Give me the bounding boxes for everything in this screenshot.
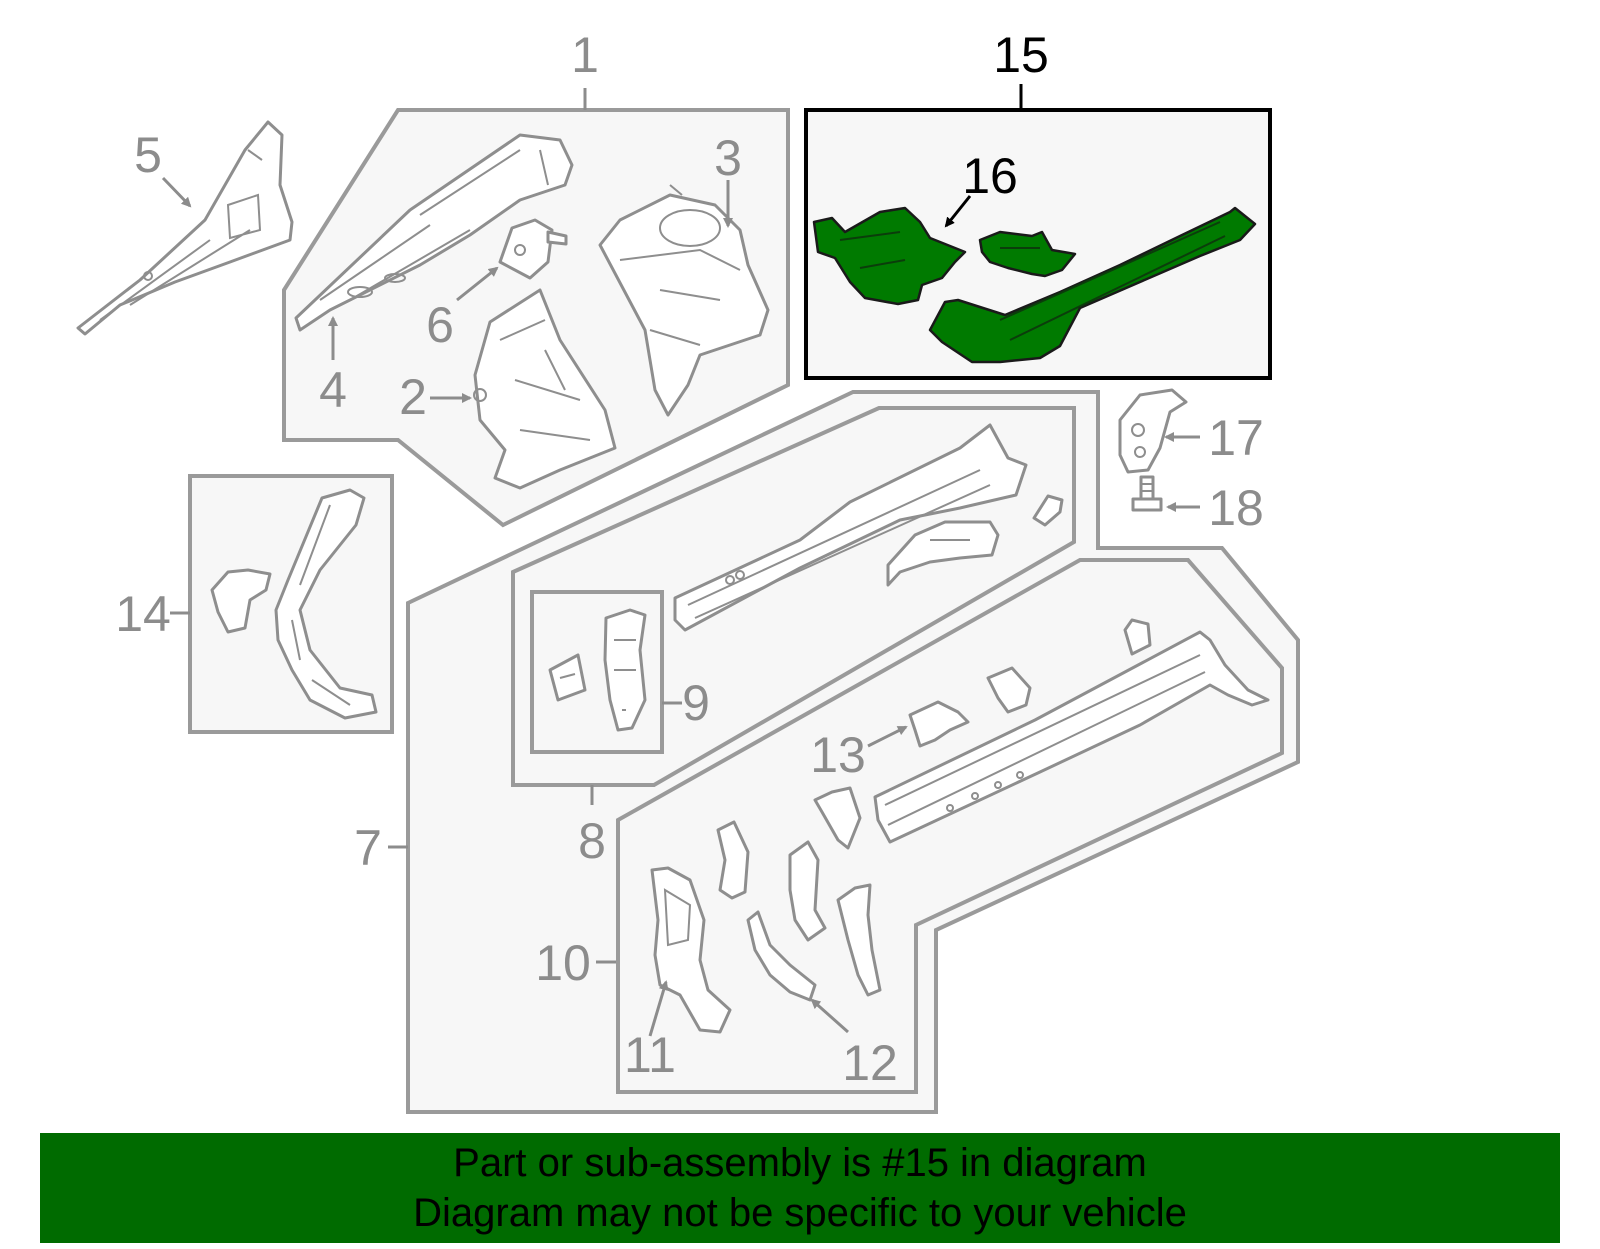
part-lower-rail [873, 630, 1270, 844]
part-8-clip [1032, 494, 1064, 527]
callout-2: 2 [399, 369, 427, 425]
part-3-strut-tower [598, 184, 770, 417]
callout-13: 13 [810, 727, 866, 783]
part-5-upper-rail [76, 120, 294, 336]
callout-17: 17 [1208, 410, 1264, 466]
part-13-bracket [908, 700, 970, 748]
part-12-reinforcement-a [716, 820, 750, 900]
part-15-bracket [978, 230, 1077, 278]
part-lower-clip [1123, 618, 1152, 656]
part-9-reinforcement [548, 608, 647, 732]
info-banner: Part or sub-assembly is #15 in diagram D… [40, 1133, 1560, 1243]
part-15-sub-assembly [812, 206, 1257, 364]
callout-3: 3 [714, 130, 742, 186]
callout-14: 14 [115, 586, 171, 642]
callout-8: 8 [578, 813, 606, 869]
part-15-rocker-sill [928, 206, 1257, 364]
part-6-bracket [498, 218, 568, 280]
callout-1: 1 [571, 27, 599, 83]
part-8-upper-rail [673, 423, 1028, 632]
part-17-bracket [1118, 388, 1188, 474]
part-2-inner-panel [473, 288, 617, 490]
part-16-front-extension [812, 206, 967, 306]
callout-12: 12 [842, 1035, 898, 1091]
callout-9: 9 [682, 675, 710, 731]
part-4-apron-rail [294, 133, 574, 332]
banner-line-1: Part or sub-assembly is #15 in diagram [453, 1141, 1147, 1185]
part-14-a-pillar-reinforcement [210, 488, 378, 720]
banner-line-2: Diagram may not be specific to your vehi… [413, 1191, 1187, 1235]
callout-10: 10 [535, 935, 591, 991]
callout-7: 7 [354, 820, 382, 876]
callout-16: 16 [962, 148, 1018, 204]
part-10-gusset [650, 866, 732, 1034]
callout-18: 18 [1208, 480, 1264, 536]
part-12-reinforcement-d [836, 883, 882, 997]
part-12-reinforcement-b [746, 910, 817, 1002]
part-lower-bracket-a [986, 666, 1032, 714]
callout-4: 4 [319, 362, 347, 418]
part-8-bracket [886, 520, 1000, 587]
part-18-bolt [1131, 475, 1163, 512]
callout-11: 11 [624, 1027, 676, 1083]
callout-5: 5 [134, 127, 162, 183]
callout-6: 6 [426, 297, 454, 353]
part-12-reinforcement-c [788, 840, 827, 942]
callout-15: 15 [993, 27, 1049, 83]
part-lower-bracket-b [813, 786, 862, 850]
